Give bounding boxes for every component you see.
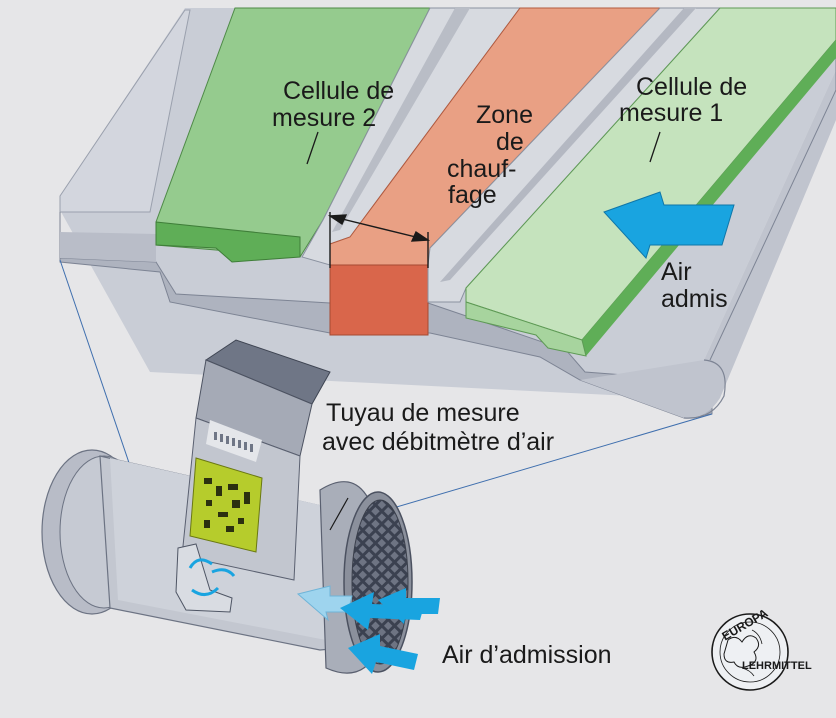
tube-label-line2: avec débitmètre d’air [322, 428, 554, 456]
cell2-label-line2: mesure 2 [272, 104, 376, 132]
measuring-cell-1 [465, 7, 836, 357]
tube-leader-line [329, 497, 349, 531]
cell1-label-line2: mesure 1 [619, 99, 723, 127]
air-admitted-arrow [603, 191, 735, 259]
cell1-label-line1: Cellule de [636, 73, 747, 101]
zone-label-line3: chauf- [447, 155, 516, 183]
europa-lehrmittel-logo: EUROPA LEHRMITTEL [711, 606, 812, 691]
air-mass-meter [41, 339, 440, 674]
air-admitted-label-line2: admis [661, 285, 728, 313]
intake-arrow-middle [340, 592, 424, 630]
zone-label-line1: Zone [476, 101, 533, 129]
tube-label-line1: Tuyau de mesure [326, 399, 520, 427]
zone-label-line2: de [496, 128, 524, 156]
zone-label-line4: fage [448, 181, 497, 209]
cell1-leader-line [649, 131, 661, 163]
heating-zone-width-marker [327, 212, 431, 268]
air-admitted-label-line1: Air [661, 258, 692, 286]
intake-label: Air d’admission [442, 641, 612, 669]
logo-bottom-text: LEHRMITTEL [742, 660, 812, 672]
cell2-label-line1: Cellule de [283, 77, 394, 105]
intake-arrow-bottom [348, 634, 418, 674]
intake-arrow-top [378, 588, 440, 624]
heating-zone [329, 7, 662, 336]
cell2-leader-line [306, 131, 319, 165]
